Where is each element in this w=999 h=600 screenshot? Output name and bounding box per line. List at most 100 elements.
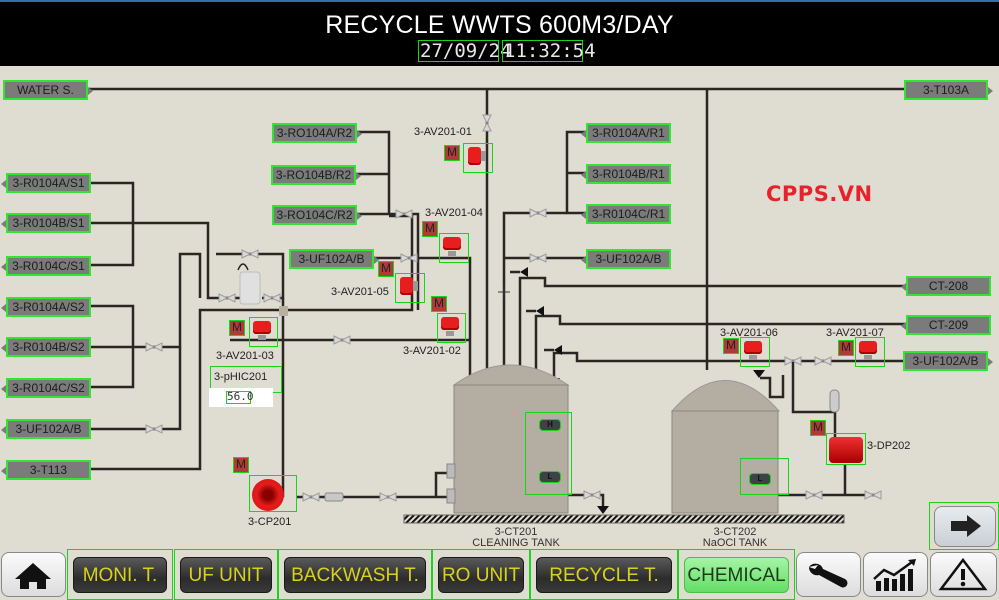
next-page-button[interactable] — [934, 506, 996, 547]
tag-3-uf102ab-left[interactable]: 3-UF102A/B — [1, 419, 91, 439]
nav-chemical[interactable]: CHEMICAL — [684, 557, 789, 593]
tag-3-t103a[interactable]: 3-T103A — [904, 80, 993, 100]
mode-button-av201-06[interactable]: M — [723, 338, 739, 354]
arrow-right-icon — [951, 515, 981, 537]
tag-3-r0104c-s1[interactable]: 3-R0104C/S1 — [1, 256, 91, 276]
tag-3-r0104c-r1[interactable]: 3-R0104C/R1 — [581, 204, 671, 224]
page-title: RECYCLE WWTS 600M3/DAY — [325, 11, 674, 39]
tag-3-r0104a-s1[interactable]: 3-R0104A/S1 — [1, 173, 91, 193]
tag-3-uf102ab-right[interactable]: 3-UF102A/B — [903, 351, 993, 371]
label-av201-07: 3-AV201-07 — [826, 327, 884, 339]
pipe-dp202 — [778, 412, 880, 497]
mode-button-av201-03[interactable]: M — [229, 320, 245, 336]
tag-ct-208[interactable]: CT-208 — [901, 276, 991, 296]
arrow — [554, 345, 562, 355]
pipe-uf-left — [88, 347, 182, 431]
manual-valve — [814, 356, 832, 366]
settings-button[interactable] — [796, 552, 861, 597]
valve-av201-02[interactable] — [437, 313, 466, 343]
valve-av201-06[interactable] — [740, 337, 770, 367]
nav-cell-backwash: BACKWASH T. — [278, 549, 432, 600]
trend-chart-icon — [873, 559, 916, 591]
flow-meter — [324, 492, 344, 502]
tag-3-r0104c-s2[interactable]: 3-R0104C/S2 — [1, 378, 91, 398]
manual-valve — [395, 209, 413, 219]
tag-water-supply[interactable]: WATER S. — [3, 80, 93, 100]
tank-ct201-id: 3-CT201 — [494, 526, 538, 538]
manual-valve — [400, 253, 418, 263]
manual-valve — [529, 253, 547, 263]
valve-actuator-icon — [253, 321, 271, 334]
tag-3-ro104a-r2[interactable]: 3-RO104A/R2 — [272, 123, 362, 143]
nav-uf-unit[interactable]: UF UNIT — [180, 557, 272, 593]
time-display: 11:32:54 — [502, 40, 596, 62]
home-icon — [15, 563, 51, 589]
mode-button-av201-04[interactable]: M — [422, 221, 438, 237]
tag-3-r0104b-s1[interactable]: 3-R0104B/S1 — [1, 213, 91, 233]
tag-ct-209[interactable]: CT-209 — [901, 315, 991, 335]
valve-stem — [446, 331, 454, 336]
mode-button-av201-05[interactable]: M — [378, 261, 394, 277]
tank-ct201-name: CLEANING TANK — [472, 537, 560, 549]
arrow — [536, 306, 544, 316]
label-av201-01: 3-AV201-01 — [414, 126, 472, 138]
pipe-pump-discharge — [297, 471, 452, 499]
nav-recycle-tank[interactable]: RECYCLE T. — [536, 557, 672, 593]
tag-3-r0104a-r1[interactable]: 3-R0104A/R1 — [581, 123, 671, 143]
nav-monitoring-tank[interactable]: MONI. T. — [73, 557, 167, 593]
label-cp201: 3-CP201 — [248, 516, 292, 528]
pump-cp201[interactable] — [249, 475, 297, 512]
manual-valve — [145, 342, 163, 352]
window-top-border — [0, 0, 999, 2]
valve-av201-05[interactable] — [395, 273, 425, 303]
valve-actuator-icon — [744, 341, 762, 354]
nav-ro-unit[interactable]: RO UNIT — [438, 557, 524, 593]
mode-button-av201-01[interactable]: M — [444, 145, 460, 161]
level-switch-low-ct202: L — [749, 473, 771, 485]
piping-diagram — [88, 87, 907, 524]
trend-button[interactable] — [863, 552, 928, 597]
mode-button-cp201[interactable]: M — [233, 457, 249, 473]
valve-av201-07[interactable] — [855, 337, 885, 367]
mode-button-dp202[interactable]: M — [810, 420, 826, 436]
level-switch-group-ct201[interactable] — [525, 412, 572, 495]
level-switch-low-ct201: L — [539, 471, 561, 483]
pipe-s2 — [88, 252, 202, 389]
label-av201-04: 3-AV201-04 — [425, 207, 483, 219]
tank-ct202-name: NaOCl TANK — [702, 537, 768, 549]
tag-3-ro104c-r2[interactable]: 3-RO104C/R2 — [272, 205, 362, 225]
label-av201-02: 3-AV201-02 — [403, 345, 461, 357]
valve-av201-04[interactable] — [439, 233, 469, 263]
manual-valve — [482, 114, 492, 132]
tag-3-r0104b-s2[interactable]: 3-R0104B/S2 — [1, 337, 91, 357]
nav-cell-recycle: RECYCLE T. — [530, 549, 678, 600]
nav-backwash-tank[interactable]: BACKWASH T. — [284, 557, 426, 593]
level-switch-group-ct202[interactable] — [740, 458, 789, 495]
home-button[interactable] — [1, 552, 66, 597]
valve-av201-01[interactable] — [463, 143, 493, 173]
tag-3-ro104b-r2[interactable]: 3-RO104B/R2 — [271, 165, 361, 185]
tank-ct201 — [446, 364, 570, 514]
tag-3-t113[interactable]: 3-T113 — [1, 460, 91, 480]
valve-av201-03[interactable] — [249, 317, 278, 347]
dampener — [829, 389, 840, 413]
tag-3-uf102ab-r1[interactable]: 3-UF102A/B — [581, 249, 671, 269]
valve-stem — [258, 335, 266, 340]
filter-cartridge — [237, 263, 261, 305]
tag-3-r0104b-r1[interactable]: 3-R0104B/R1 — [581, 164, 671, 184]
arrow — [520, 267, 528, 277]
alarm-warning-icon — [938, 557, 988, 591]
wrench-icon — [808, 563, 848, 588]
alarm-button[interactable] — [930, 552, 997, 597]
arrow — [597, 506, 609, 514]
pump-dp202[interactable] — [826, 433, 866, 465]
valve-actuator-icon — [441, 317, 459, 330]
valve-stem — [448, 251, 456, 256]
tag-3-r0104a-s2[interactable]: 3-R0104A/S2 — [1, 297, 91, 317]
manual-valves — [145, 114, 882, 502]
tag-3-uf102ab-mid[interactable]: 3-UF102A/B — [289, 249, 379, 269]
valve-stem — [864, 355, 872, 360]
mode-button-av201-07[interactable]: M — [838, 340, 854, 356]
ph-value[interactable]: 56.0 — [226, 390, 254, 404]
mode-button-av201-02[interactable]: M — [431, 296, 447, 312]
